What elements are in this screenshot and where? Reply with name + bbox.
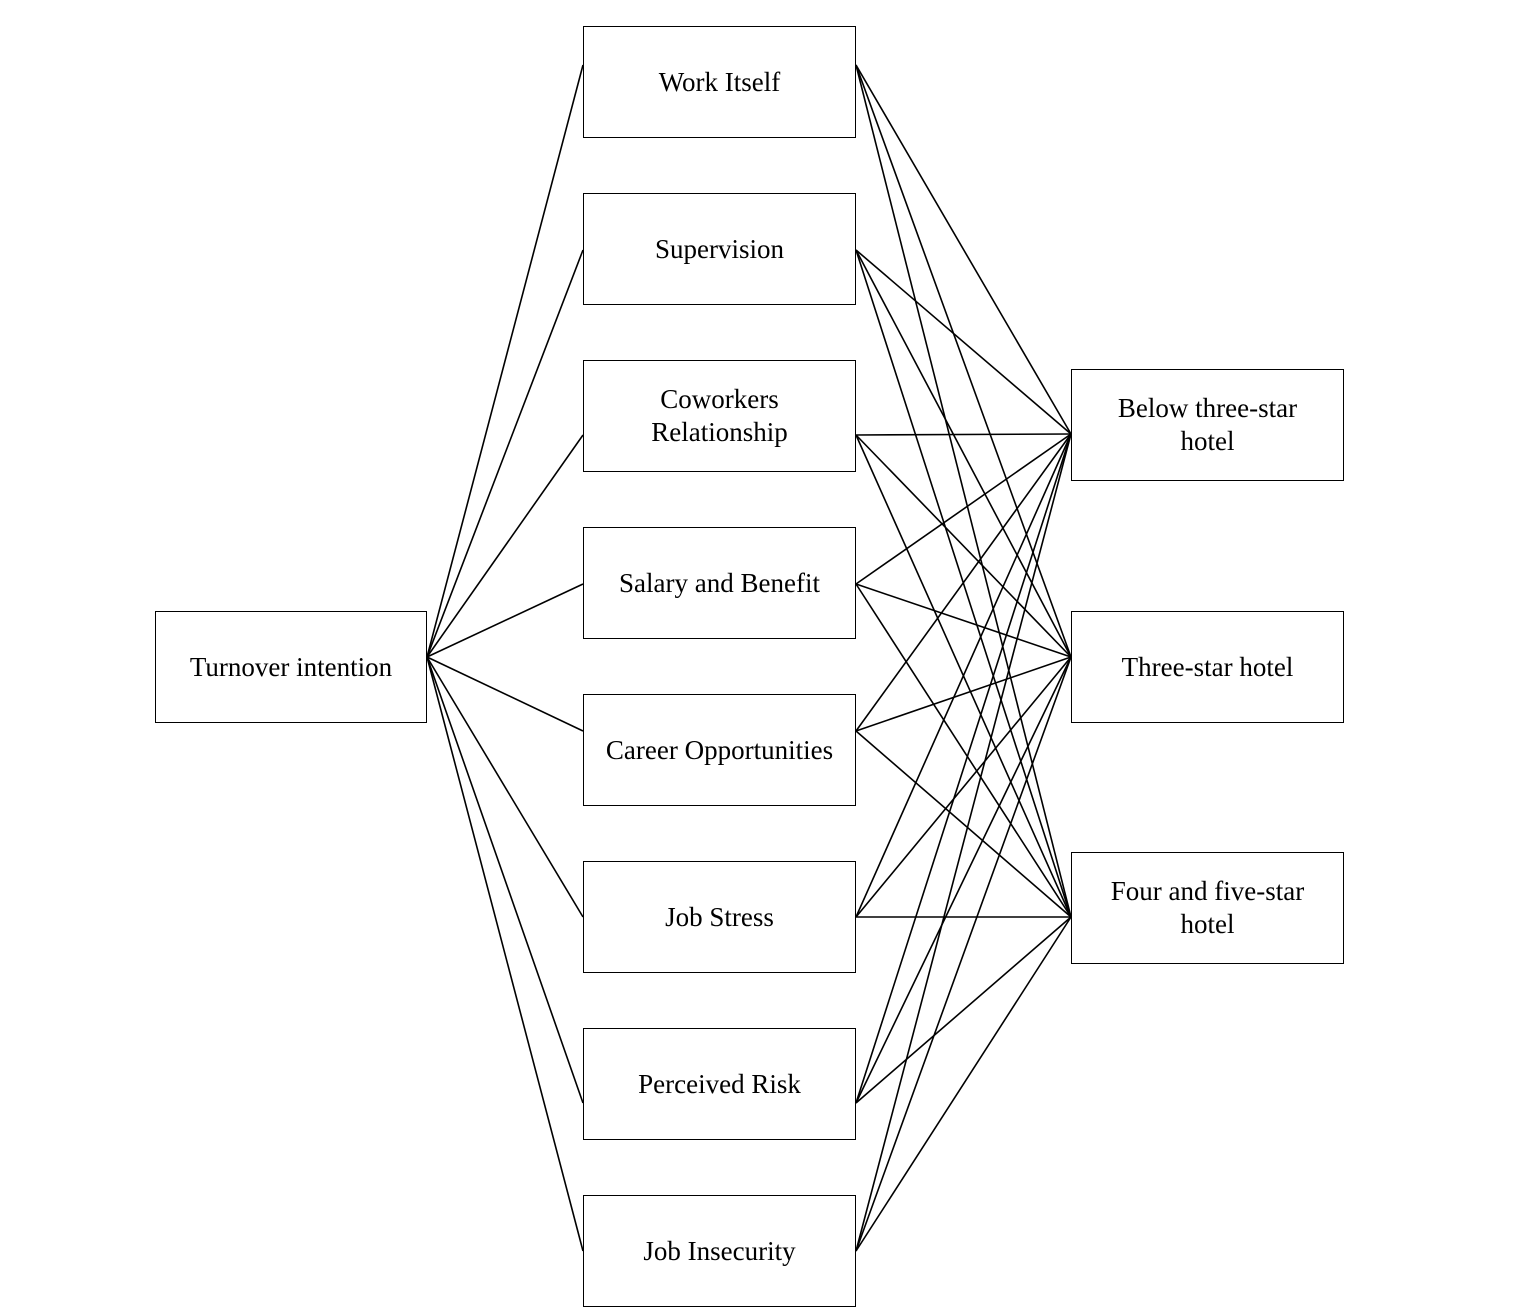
edge-turnover-to-stress: [426, 656, 584, 918]
edge-turnover-to-car: [426, 656, 584, 732]
node-four-and-five-star-hotel: Four and five-star hotel: [1071, 852, 1344, 964]
edge-turnover-to-insec: [426, 656, 584, 1252]
node-label: Turnover intention: [189, 651, 393, 682]
node-supervision: Supervision: [583, 193, 856, 305]
node-job-insecurity: Job Insecurity: [583, 1195, 856, 1307]
edge-risk-to-below: [855, 433, 1072, 1104]
node-career-opportunities: Career Opportunities: [583, 694, 856, 806]
node-coworkers-relationship: Coworkers Relationship: [583, 360, 856, 472]
node-job-stress: Job Stress: [583, 861, 856, 973]
node-label: Four and five-star hotel: [1110, 876, 1305, 939]
edge-turnover-to-sup: [426, 249, 584, 658]
node-label: Job Insecurity: [643, 1235, 796, 1266]
edge-work-to-four: [855, 64, 1072, 918]
edge-sup-to-below: [855, 249, 1072, 435]
edge-turnover-to-work: [426, 64, 584, 658]
node-three-star-hotel: Three-star hotel: [1071, 611, 1344, 723]
edge-sal-to-below: [855, 433, 1072, 585]
edge-insec-to-four: [855, 916, 1072, 1252]
node-work-itself: Work Itself: [583, 26, 856, 138]
edge-sal-to-four: [855, 583, 1072, 918]
edge-sup-to-three: [855, 249, 1072, 658]
edge-turnover-to-risk: [426, 656, 584, 1104]
node-label: Coworkers Relationship: [651, 384, 788, 447]
node-salary-and-benefit: Salary and Benefit: [583, 527, 856, 639]
edge-car-to-three: [855, 656, 1072, 732]
node-label: Job Stress: [665, 901, 774, 932]
edge-risk-to-four: [855, 916, 1072, 1104]
node-label: Supervision: [654, 233, 784, 264]
node-label: Below three-star hotel: [1117, 393, 1298, 456]
edge-cow-to-below: [855, 433, 1072, 436]
edge-cow-to-three: [855, 434, 1072, 658]
node-below-three-star-hotel: Below three-star hotel: [1071, 369, 1344, 481]
edge-stress-to-below: [855, 433, 1072, 918]
node-turnover-intention: Turnover intention: [155, 611, 427, 723]
node-perceived-risk: Perceived Risk: [583, 1028, 856, 1140]
edge-car-to-below: [855, 433, 1072, 732]
edge-insec-to-three: [855, 656, 1072, 1252]
edge-sal-to-three: [855, 583, 1072, 658]
node-label: Salary and Benefit: [619, 567, 820, 598]
edge-stress-to-three: [855, 656, 1072, 918]
edge-work-to-three: [855, 64, 1072, 658]
edge-work-to-below: [855, 64, 1072, 435]
edge-turnover-to-sal: [426, 583, 584, 658]
edge-turnover-to-cow: [426, 434, 584, 658]
edge-car-to-four: [855, 730, 1072, 918]
edge-risk-to-three: [855, 656, 1072, 1104]
node-label: Career Opportunities: [605, 734, 834, 765]
node-label: Three-star hotel: [1121, 651, 1294, 682]
node-label: Work Itself: [658, 66, 781, 97]
edge-insec-to-below: [855, 433, 1072, 1252]
node-label: Perceived Risk: [638, 1068, 801, 1099]
